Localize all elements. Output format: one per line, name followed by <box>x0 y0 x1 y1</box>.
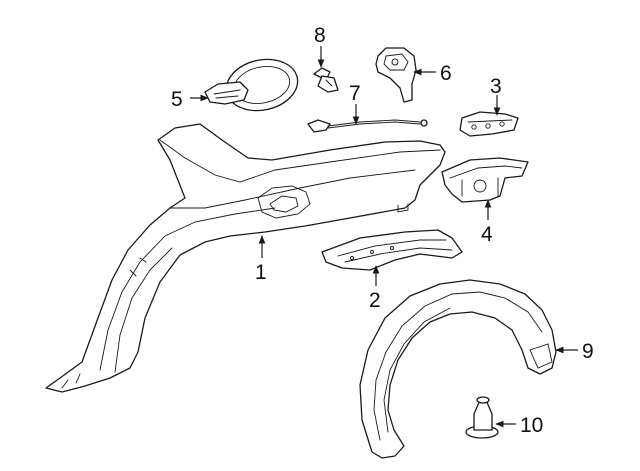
door-latch-part[interactable] <box>375 47 417 103</box>
callout-3: 3 <box>490 75 502 98</box>
inner-bracket-part[interactable] <box>321 229 463 271</box>
release-cable-part[interactable] <box>307 119 428 133</box>
wheelhouse-liner-part[interactable] <box>359 279 557 459</box>
quarter-panel-part[interactable] <box>45 123 446 393</box>
fuel-door-part[interactable] <box>204 53 302 117</box>
callout-10: 10 <box>520 414 543 437</box>
callout-8: 8 <box>314 24 326 47</box>
bracket-part-3[interactable] <box>459 111 519 137</box>
callout-2: 2 <box>369 289 381 312</box>
callout-5: 5 <box>171 88 183 111</box>
callout-1: 1 <box>255 261 267 284</box>
reinforcement-bracket-part[interactable] <box>441 157 529 203</box>
push-clip-part[interactable] <box>313 67 339 93</box>
callout-6: 6 <box>440 62 452 85</box>
retainer-clip-part[interactable] <box>465 396 499 439</box>
callout-9: 9 <box>582 340 594 363</box>
callout-4: 4 <box>481 223 493 246</box>
callout-7: 7 <box>349 82 361 105</box>
